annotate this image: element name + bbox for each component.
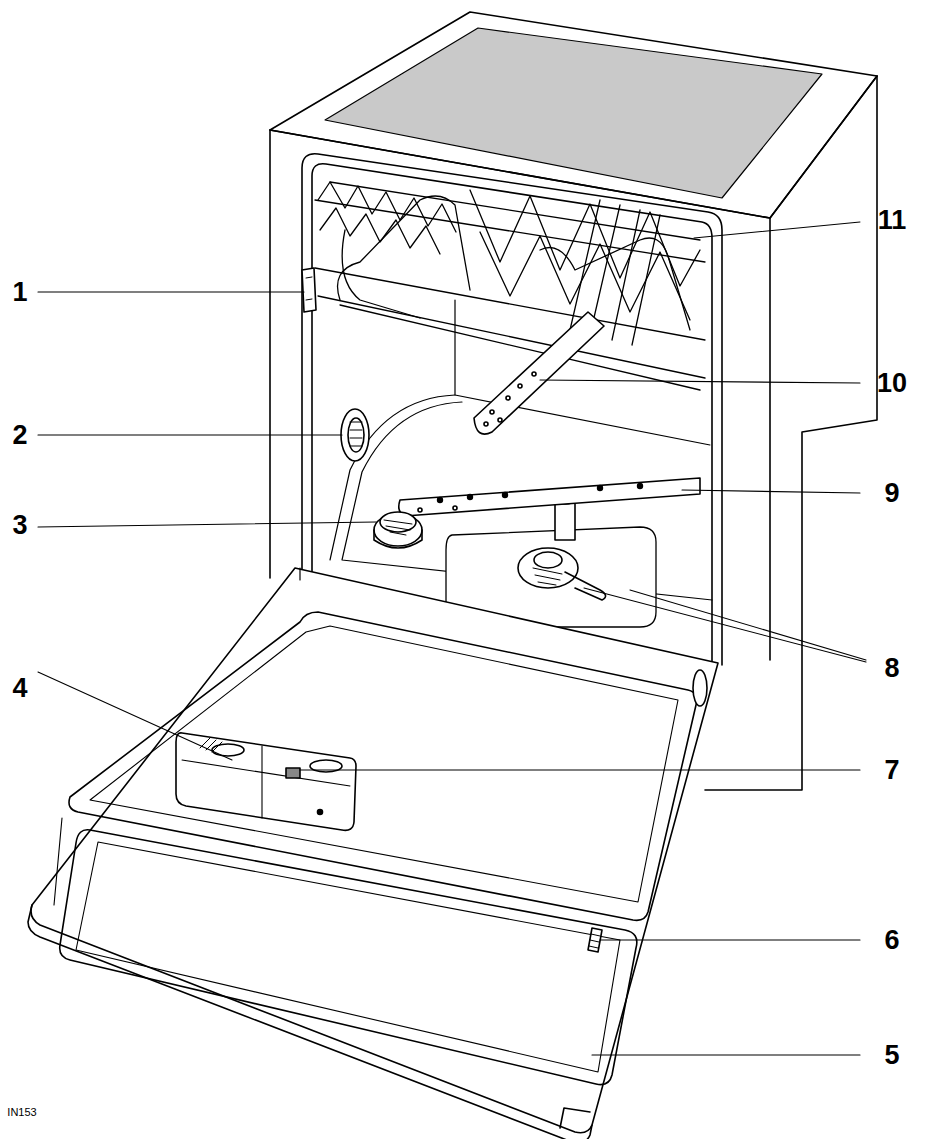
cabinet-side bbox=[705, 76, 877, 790]
filter bbox=[518, 496, 606, 600]
upper-spray-arm bbox=[474, 312, 604, 434]
upper-rack bbox=[315, 182, 705, 390]
callout-number: 1 bbox=[12, 277, 27, 308]
callout-number: 8 bbox=[884, 653, 899, 684]
callout-number: 6 bbox=[884, 925, 899, 956]
rack-latch bbox=[306, 277, 312, 300]
callout-number: 3 bbox=[12, 510, 27, 541]
cabinet-edge bbox=[270, 76, 877, 218]
callout-number: 11 bbox=[878, 205, 907, 236]
lower-spray-arm bbox=[399, 478, 700, 516]
cabinet-edge bbox=[269, 130, 271, 578]
heater-fitting bbox=[374, 512, 422, 548]
dispenser bbox=[176, 733, 356, 830]
callout-number: 10 bbox=[877, 368, 907, 399]
callout-number: 7 bbox=[884, 755, 899, 786]
callout-number: 4 bbox=[12, 673, 27, 704]
callout-number: 5 bbox=[884, 1040, 899, 1071]
rack-latch bbox=[302, 268, 316, 312]
tub-floor bbox=[330, 395, 455, 560]
callout-number: 9 bbox=[884, 478, 899, 509]
figure-code: IN153 bbox=[7, 1106, 36, 1118]
rinse-outlet bbox=[341, 409, 369, 461]
callout-number: 2 bbox=[12, 420, 27, 451]
leader-line bbox=[38, 222, 866, 1055]
worktop-panel bbox=[325, 28, 822, 198]
tub-back bbox=[455, 300, 710, 445]
door bbox=[28, 568, 718, 1139]
cabinet-edge bbox=[769, 218, 771, 660]
